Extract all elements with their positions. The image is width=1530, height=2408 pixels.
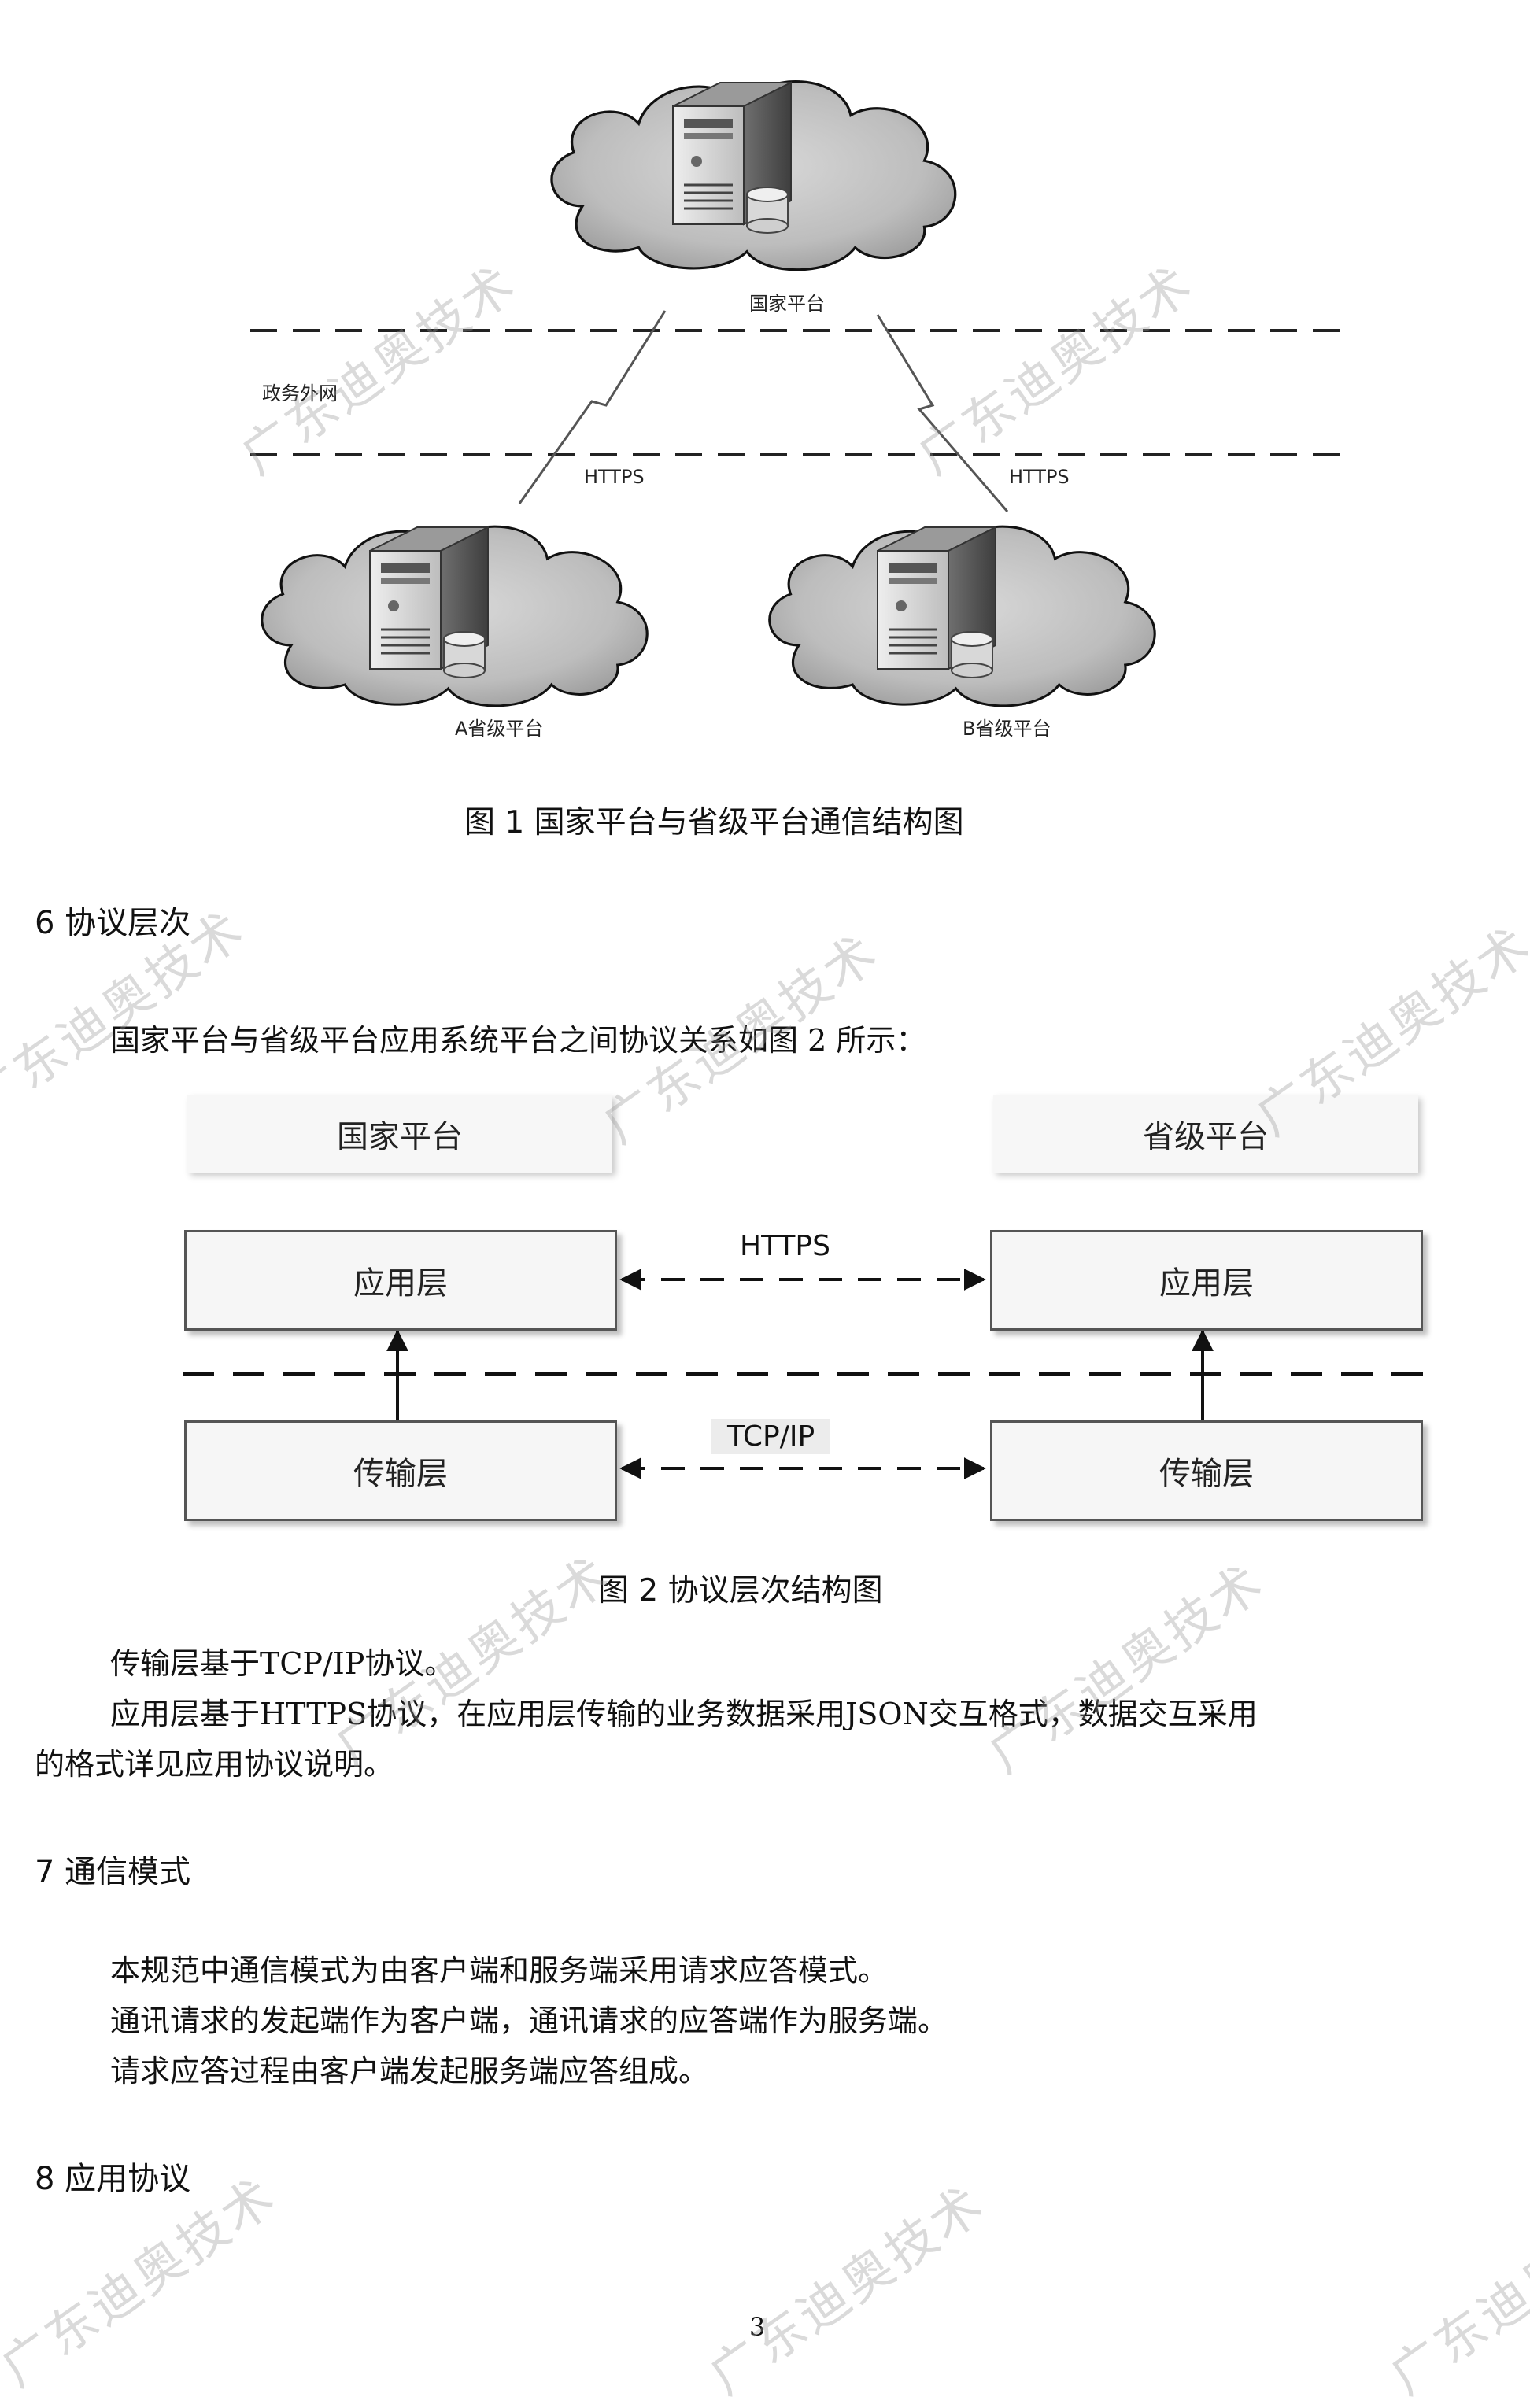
- figure-2-caption: 图 2 协议层次结构图: [598, 1566, 883, 1610]
- watermark: 广东迪奥技术: [1373, 2165, 1530, 2408]
- figure-1-caption: 图 1 国家平台与省级平台通信结构图: [464, 798, 964, 842]
- right-transport-layer: 传输层: [990, 1420, 1423, 1521]
- section-7-paragraph-3: 请求应答过程由客户端发起服务端应答组成。: [110, 2048, 708, 2095]
- tcpip-protocol-label: TCP/IP: [711, 1419, 830, 1454]
- province-b-label: B省级平台: [963, 713, 1051, 740]
- page-number: 3: [749, 2312, 765, 2342]
- section-8-heading: 8 应用协议: [35, 2153, 190, 2199]
- watermark: 广东迪奥技术: [693, 2165, 997, 2408]
- transport-layer-paragraph: 传输层基于TCP/IP协议。: [110, 1640, 454, 1687]
- left-transport-layer: 传输层: [184, 1420, 617, 1521]
- watermark: 广东迪奥技术: [972, 1543, 1277, 1786]
- section-7-heading: 7 通信模式: [35, 1846, 190, 1892]
- https-left-label: HTTPS: [584, 466, 645, 488]
- figure-1-diagram: [0, 0, 1530, 755]
- section-7-paragraph-2: 通讯请求的发起端作为客户端，通讯请求的应答端作为服务端。: [110, 1997, 948, 2044]
- national-platform-label: 国家平台: [749, 288, 825, 316]
- network-zone-label: 政务外网: [262, 378, 338, 405]
- https-protocol-label: HTTPS: [740, 1230, 830, 1262]
- section-6-heading: 6 协议层次: [35, 897, 190, 943]
- left-application-layer: 应用层: [184, 1230, 617, 1331]
- section-7-paragraph-1: 本规范中通信模式为由客户端和服务端采用请求应答模式。: [110, 1947, 888, 1994]
- right-application-layer: 应用层: [990, 1230, 1423, 1331]
- section-6-intro: 国家平台与省级平台应用系统平台之间协议关系如图 2 所示：: [110, 1017, 926, 1064]
- application-layer-paragraph-line1: 应用层基于HTTPS协议，在应用层传输的业务数据采用JSON交互格式，数据交互采…: [110, 1690, 1258, 1738]
- https-right-label: HTTPS: [1009, 466, 1070, 488]
- national-platform-header: 国家平台: [187, 1095, 612, 1173]
- provincial-platform-header: 省级平台: [993, 1095, 1418, 1173]
- application-layer-paragraph-line2: 的格式详见应用协议说明。: [35, 1741, 394, 1788]
- province-a-label: A省级平台: [455, 713, 543, 740]
